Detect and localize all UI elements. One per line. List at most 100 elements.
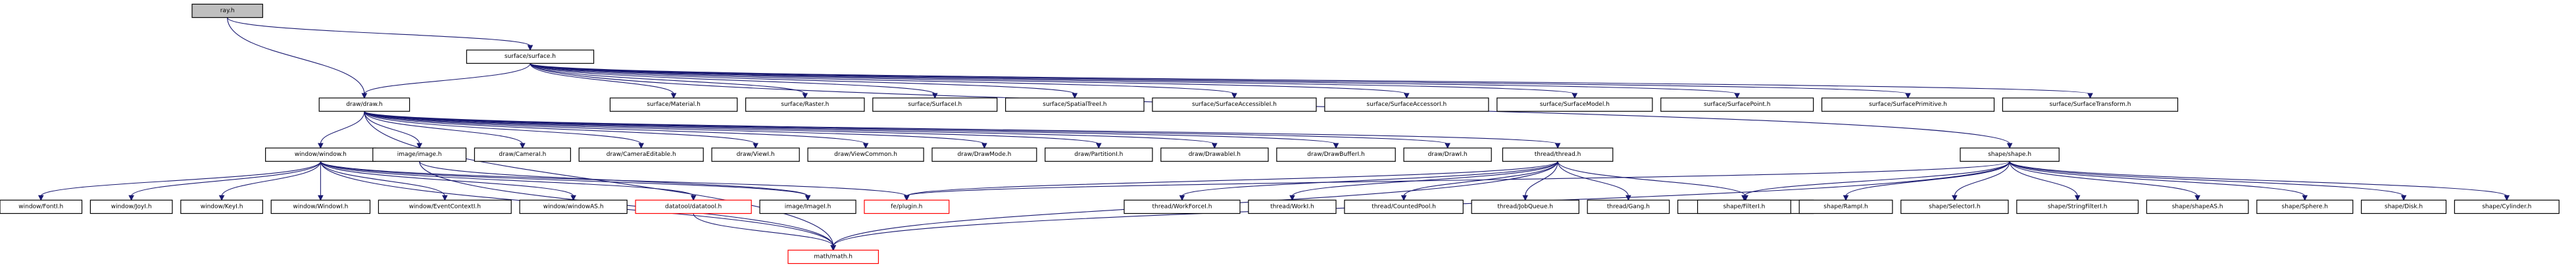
edge-window-to-plugin (320, 160, 910, 201)
node-joyI[interactable]: window/JoyI.h (89, 199, 173, 214)
node-disk[interactable]: shape/Disk.h (2361, 199, 2447, 214)
node-countedPool[interactable]: thread/CountedPool.h (1344, 199, 1464, 214)
node-viewI[interactable]: draw/ViewI.h (711, 147, 800, 162)
edge-thread-to-spannedRange (1557, 161, 1748, 201)
node-material[interactable]: surface/Material.h (609, 97, 738, 112)
node-label: thread/thread.h (1535, 151, 1581, 158)
node-label: surface/Material.h (647, 101, 700, 108)
node-math[interactable]: math/math.h (787, 249, 879, 264)
node-label: surface/SurfaceAccessorI.h (1366, 101, 1447, 108)
node-box (1960, 147, 2060, 162)
node-raster[interactable]: surface/Raster.h (745, 97, 865, 112)
edge-draw-to-window (318, 111, 365, 149)
node-drawableI[interactable]: draw/DrawableI.h (1160, 147, 1269, 162)
node-shape[interactable]: shape/shape.h (1960, 147, 2060, 162)
node-drawMode[interactable]: draw/DrawMode.h (931, 147, 1037, 162)
node-window[interactable]: window/window.h (265, 147, 376, 162)
node-label: draw/DrawBufferI.h (1307, 151, 1364, 158)
edge-window-to-windowAS (320, 161, 576, 201)
node-workForceI[interactable]: thread/WorkForceI.h (1124, 199, 1241, 214)
node-windowAS[interactable]: window/windowAS.h (519, 199, 628, 214)
node-box (89, 199, 173, 214)
node-datatool[interactable]: datatool/datatool.h (635, 199, 752, 214)
node-box (1587, 199, 1670, 214)
node-jobQueue[interactable]: thread/JobQueue.h (1471, 199, 1579, 214)
node-surfAccessor[interactable]: surface/SurfaceAccessorI.h (1324, 97, 1489, 112)
node-label: thread/WorkI.h (1270, 203, 1314, 210)
edge-shape-to-stringFilterI (2009, 161, 2081, 201)
node-surface[interactable]: surface/surface.h (466, 49, 595, 64)
node-label: shape/Disk.h (2385, 203, 2423, 210)
node-windowI[interactable]: window/WindowI.h (270, 199, 371, 214)
node-cylinder[interactable]: shape/Cylinder.h (2454, 199, 2560, 214)
node-label: thread/Gang.h (1607, 203, 1650, 210)
node-cameraEditable[interactable]: draw/CameraEditable.h (578, 147, 704, 162)
edge-surface-to-raster (530, 63, 808, 99)
node-partitionI[interactable]: draw/PartitionI.h (1045, 147, 1153, 162)
node-surfModel[interactable]: surface/SurfaceModel.h (1497, 97, 1653, 112)
node-label: draw/DrawMode.h (957, 151, 1011, 158)
nodes: ray.h surface/surface.h draw/draw.h surface… (0, 3, 2560, 264)
node-thread[interactable]: thread/thread.h (1502, 147, 1614, 162)
node-box (1045, 147, 1153, 162)
node-box (1124, 199, 1241, 214)
node-box (1344, 199, 1464, 214)
node-label: shape/StringFilterI.h (2048, 203, 2108, 210)
edge-draw-to-cameraEditable (364, 111, 645, 149)
node-box (1248, 199, 1337, 214)
node-image[interactable]: image/image.h (372, 147, 467, 162)
node-surfAccessible[interactable]: surface/SurfaceAccessibleI.h (1152, 97, 1317, 112)
node-viewCommon[interactable]: draw/ViewCommon.h (807, 147, 924, 162)
node-label: image/ImageI.h (785, 203, 831, 210)
node-box (872, 97, 998, 112)
node-drawBufferI[interactable]: draw/DrawBufferI.h (1276, 147, 1396, 162)
node-box (519, 199, 628, 214)
node-surfPrimitive[interactable]: surface/SurfacePrimitive.h (1821, 97, 1995, 112)
node-draw[interactable]: draw/draw.h (318, 97, 410, 112)
node-label: thread/WorkForceI.h (1152, 203, 1212, 210)
edge-thread-to-jobQueue (1522, 161, 1558, 201)
node-box (1324, 97, 1489, 112)
node-box (1497, 97, 1653, 112)
node-imageI[interactable]: image/ImageI.h (759, 199, 856, 214)
edge-window-to-fontI (37, 161, 321, 201)
node-label: window/FontI.h (18, 203, 63, 210)
edge-surface-to-surfTransform (530, 62, 2093, 99)
node-box (931, 147, 1037, 162)
node-label: datatool/datatool.h (665, 203, 722, 210)
edge-window-to-eventContextI (320, 161, 448, 201)
edge-shape-to-selectorI (1952, 161, 2010, 201)
node-sphere[interactable]: shape/Sphere.h (2256, 199, 2354, 214)
node-plugin[interactable]: fe/plugin.h (864, 199, 950, 214)
node-ray: ray.h (191, 3, 263, 18)
edge-shape-to-cylinder (2009, 160, 2510, 201)
edge-shape-to-disk (2009, 160, 2407, 201)
node-label: draw/PartitionI.h (1074, 151, 1123, 158)
node-drawI[interactable]: draw/DrawI.h (1403, 147, 1492, 162)
node-label: thread/JobQueue.h (1497, 203, 1553, 210)
node-gang[interactable]: thread/Gang.h (1587, 199, 1670, 214)
node-box (759, 199, 856, 214)
node-stringFilterI[interactable]: shape/StringFilterI.h (2016, 199, 2139, 214)
node-eventContextI[interactable]: window/EventContextI.h (378, 199, 512, 214)
node-spatialTree[interactable]: surface/SpatialTreeI.h (1005, 97, 1145, 112)
node-cameraI[interactable]: draw/CameraI.h (474, 147, 571, 162)
edge-shape-to-filterI (1741, 161, 2010, 201)
node-fontI[interactable]: window/FontI.h (0, 199, 83, 214)
node-surfPoint[interactable]: surface/SurfacePoint.h (1660, 97, 1814, 112)
node-label: ray.h (220, 7, 235, 14)
node-label: window/window.h (295, 151, 347, 158)
node-rampI[interactable]: shape/RampI.h (1798, 199, 1893, 214)
node-box (270, 199, 371, 214)
node-filterI[interactable]: shape/FilterI.h (1697, 199, 1791, 214)
node-selectorI[interactable]: shape/SelectorI.h (1900, 199, 2009, 214)
node-keyI[interactable]: window/KeyI.h (180, 199, 263, 214)
node-workI[interactable]: thread/WorkI.h (1248, 199, 1337, 214)
edge-window-to-datatool (320, 160, 697, 201)
node-surfaceI[interactable]: surface/SurfaceI.h (872, 97, 998, 112)
edge-surface-to-spatialTree (530, 62, 1078, 99)
node-shapeAS[interactable]: shape/shapeAS.h (2146, 199, 2249, 214)
node-label: shape/Sphere.h (2282, 203, 2328, 210)
node-surfTransform[interactable]: surface/SurfaceTransform.h (2002, 97, 2179, 112)
node-label: shape/RampI.h (1823, 203, 1868, 210)
